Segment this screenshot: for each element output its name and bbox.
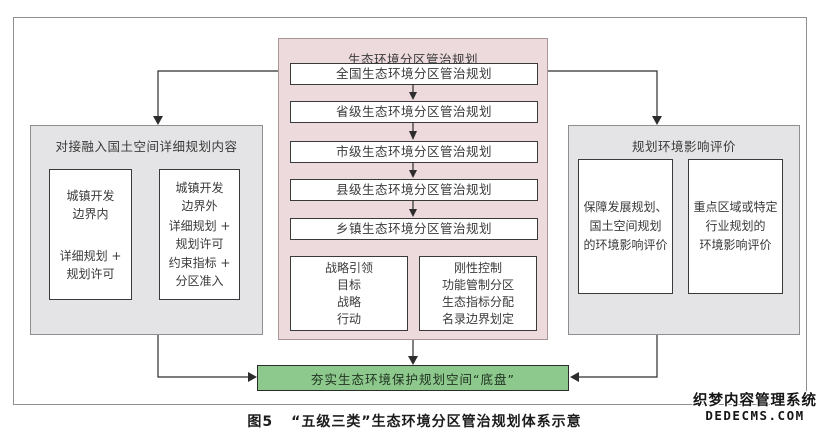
level-box-city: 市级生态环境分区管治规划 [290,141,538,163]
text-line: 详细规划 + [59,248,122,263]
figure-caption-label: 图5 [247,414,274,430]
outside-boundary-box: 城镇开发 边界外 详细规划 + 规划许可 约束指标 + 分区准入 [159,169,240,300]
outside-boundary-group: 详细规划 + 规划许可 [169,217,231,253]
text-line: 城镇开发 [66,188,115,203]
text-line: 环境影响评价 [699,238,772,252]
control-line: 刚性控制 [453,260,502,275]
inside-boundary-group: 城镇开发 边界内 [66,187,114,223]
control-line: 名录边界划定 [441,311,514,326]
level-box-province: 省级生态环境分区管治规划 [290,101,538,123]
text-line: 边界内 [72,206,109,221]
text-line: 边界外 [181,199,218,213]
strategy-line: 目标 [336,277,361,292]
outside-boundary-group: 约束指标 + 分区准入 [169,254,231,290]
level-box-township: 乡镇生态环境分区管治规划 [290,218,538,240]
strategy-line: 战略 [336,294,361,309]
left-panel: 对接融入国土空间详细规划内容 城镇开发 边界内 详细规划 + 规划许可 城镇开发… [30,125,263,335]
text-line: 规划许可 [66,266,115,281]
control-line: 功能管制分区 [441,277,514,292]
watermark-line1: 织梦内容管理系统 [693,393,817,409]
watermark-line2: DEDECMS.COM [705,408,805,423]
inside-boundary-group: 详细规划 + 规划许可 [60,247,122,283]
text-line: 城镇开发 [175,181,224,195]
strategy-line: 战略引领 [324,260,373,275]
control-line: 生态指标分配 [441,294,514,309]
strategy-line: 行动 [336,311,361,326]
figure-caption-title: “五级三类”生态环境分区管治规划体系示意 [291,414,582,430]
control-box: 刚性控制 功能管制分区 生态指标分配 名录边界划定 [419,256,537,331]
level-box-county: 县级生态环境分区管治规划 [290,179,538,201]
development-plan-eia-box: 保障发展规划、 国土空间规划 的环境影响评价 [578,159,673,294]
text-line: 行业规划的 [705,219,766,233]
strategy-box: 战略引领 目标 战略 行动 [290,256,408,331]
text-line: 的环境影响评价 [583,238,668,252]
text-line: 国土空间规划 [589,219,662,233]
outside-boundary-group: 城镇开发 边界外 [175,179,223,215]
text-line: 规划许可 [175,236,224,251]
text-line: 详细规划 + [168,218,231,233]
text-line: 重点区域或特定 [693,200,778,214]
text-line: 分区准入 [175,274,224,288]
text-line: 约束指标 + [168,256,231,270]
left-panel-title: 对接融入国土空间详细规划内容 [55,139,238,154]
bottom-foundation-bar: 夯实生态环境保护规划空间“底盘” [257,365,569,391]
key-region-eia-box: 重点区域或特定 行业规划的 环境影响评价 [688,159,783,294]
right-panel-title: 规划环境影响评价 [631,139,736,154]
level-box-national: 全国生态环境分区管治规划 [290,63,538,85]
dedecms-watermark: 织梦内容管理系统 DEDECMS.COM [683,393,827,423]
figure-caption: 图5 “五级三类”生态环境分区管治规划体系示意 [0,411,829,431]
center-panel: 生态环境分区管治规划 全国生态环境分区管治规划 省级生态环境分区管治规划 市级生… [278,38,548,340]
inside-boundary-box: 城镇开发 边界内 详细规划 + 规划许可 [49,169,132,300]
text-line: 保障发展规划、 [583,200,668,214]
right-panel: 规划环境影响评价 保障发展规划、 国土空间规划 的环境影响评价 重点区域或特定 … [568,125,800,335]
